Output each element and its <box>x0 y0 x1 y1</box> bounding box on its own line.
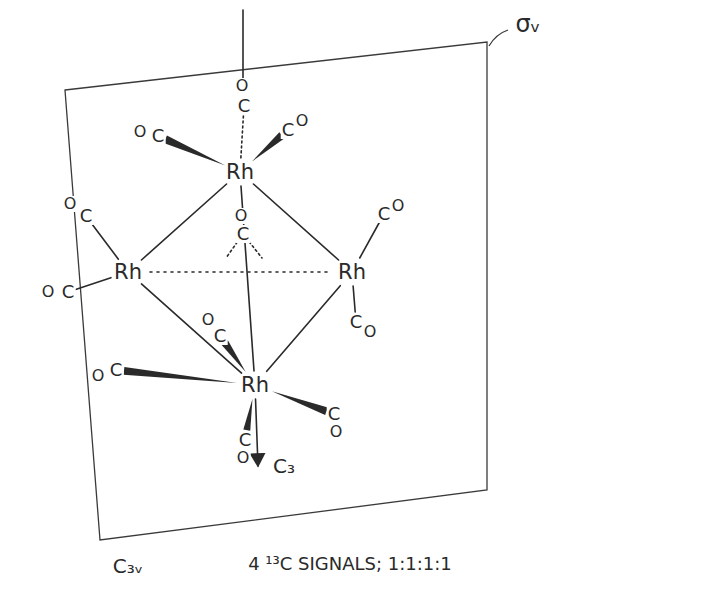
bond-line <box>242 10 244 78</box>
bond-line <box>76 278 111 290</box>
bond-line <box>241 116 244 160</box>
oxygen-atom: O <box>133 124 148 140</box>
bond-line <box>249 242 262 258</box>
carbon-atom: C <box>213 327 228 345</box>
carbon-atom: C <box>327 405 342 423</box>
wedge-bond <box>124 367 238 383</box>
rhodium-atom: Rh <box>225 162 255 183</box>
oxygen-atom: O <box>201 312 216 328</box>
axis-label: C₃ <box>272 456 296 476</box>
oxygen-atom: O <box>391 198 406 214</box>
bond-line <box>353 286 355 312</box>
point-group-label: C₃ᵥ <box>112 556 144 576</box>
oxygen-atom: O <box>236 450 251 466</box>
oxygen-atom: O <box>235 78 250 94</box>
bond-line <box>360 221 380 258</box>
carbon-atom: C <box>377 205 392 223</box>
carbon-atom: C <box>237 97 252 115</box>
oxygen-atom: O <box>363 324 378 340</box>
mirror-plane <box>65 42 487 540</box>
wedge-bond <box>243 399 252 431</box>
metal-bond <box>150 271 330 273</box>
symmetry-label: σᵥ <box>514 12 541 36</box>
carbon-atom: C <box>349 313 364 331</box>
wedge-bond <box>164 136 226 166</box>
oxygen-atom: O <box>41 284 56 300</box>
rotation-axis <box>256 399 258 466</box>
oxygen-atom: O <box>329 424 344 440</box>
metal-bond <box>141 184 226 260</box>
rhodium-atom: Rh <box>113 262 143 283</box>
oxygen-atom: O <box>91 368 106 384</box>
oxygen-atom: O <box>234 208 249 224</box>
metal-bond <box>141 284 241 373</box>
wedge-bond <box>272 391 328 415</box>
carbon-atom: C <box>281 121 296 139</box>
oxygen-atom: O <box>295 113 310 129</box>
rhodium-atom: Rh <box>337 262 367 283</box>
bond-line <box>226 242 237 258</box>
oxygen-atom: O <box>63 196 78 212</box>
metal-bond <box>267 286 341 372</box>
leader-line <box>489 30 508 46</box>
rhodium-atom: Rh <box>240 375 270 396</box>
carbon-atom: C <box>238 431 253 449</box>
carbon-atom: C <box>236 225 251 243</box>
carbon-atom: C <box>151 127 166 145</box>
carbon-atom: C <box>109 361 124 379</box>
bond-line <box>91 222 119 259</box>
carbon-atom: C <box>61 283 76 301</box>
carbon-atom: C <box>79 207 94 225</box>
nmr-note: 4 ¹³C SIGNALS; 1:1:1:1 <box>247 555 453 573</box>
metal-bond <box>253 184 338 260</box>
